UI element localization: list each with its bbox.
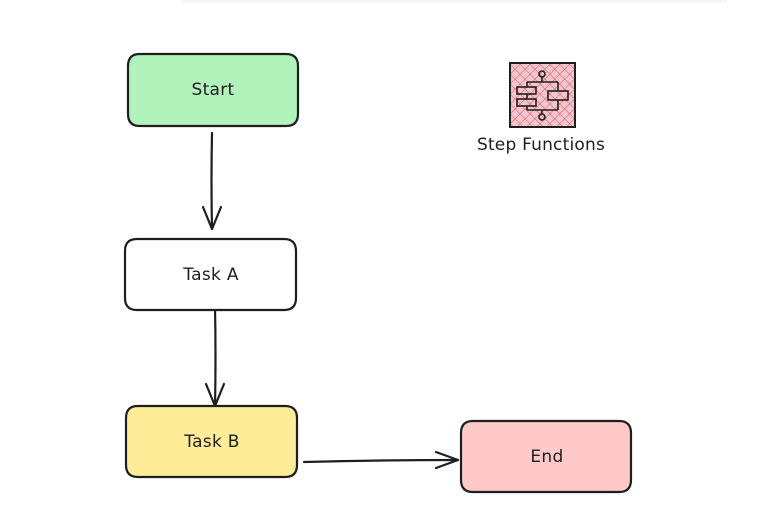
node-start-box xyxy=(126,52,300,128)
node-end-label: End xyxy=(530,447,563,467)
node-task-b[interactable]: Task B xyxy=(124,404,299,479)
node-start-label: Start xyxy=(191,80,234,100)
step-functions-label: Step Functions xyxy=(477,135,605,155)
edge-start-to-task-a xyxy=(201,131,223,231)
step-functions-icon: Step Functions xyxy=(477,62,605,155)
edge-task-b-to-end xyxy=(302,450,460,470)
edge-task-a-to-task-b xyxy=(204,305,226,408)
node-end-box xyxy=(459,419,633,494)
node-task-a-box xyxy=(123,237,298,312)
node-task-b-label: Task B xyxy=(183,432,240,452)
node-start[interactable]: Start xyxy=(126,52,300,128)
node-task-a-label: Task A xyxy=(182,265,239,285)
node-task-a[interactable]: Task A xyxy=(123,237,298,312)
node-end[interactable]: End xyxy=(459,419,633,494)
canvas-top-edge xyxy=(182,0,727,3)
node-task-b-box xyxy=(124,404,299,479)
